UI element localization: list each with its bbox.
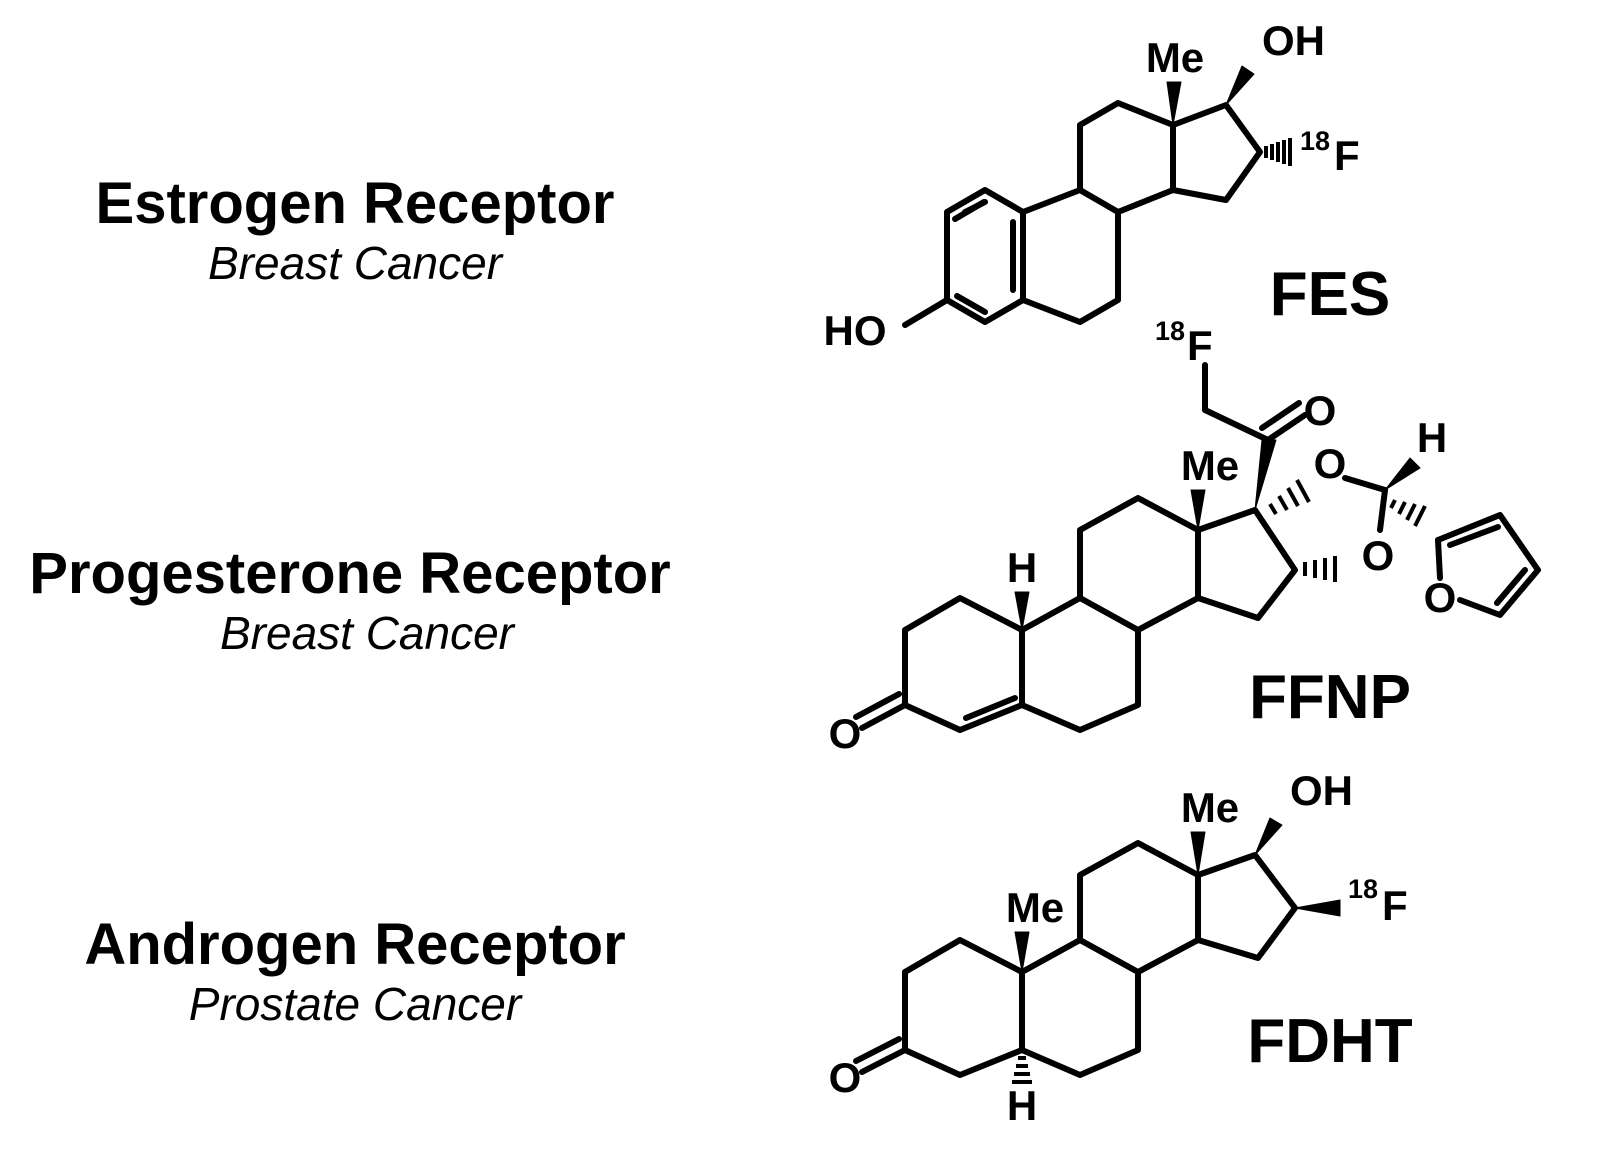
fdht-hydrogen-label: H: [1007, 1082, 1037, 1129]
fdht-ring-a: [902, 937, 1025, 1078]
ffnp-acetal-h-wedge: [1384, 457, 1421, 491]
receptor-title-androgen: Androgen Receptor: [84, 912, 626, 977]
structure-fes: HO Me OH 18 F FES: [824, 17, 1391, 354]
ffnp-acetal-hydrogen: H: [1417, 414, 1447, 461]
compound-name-fdht: FDHT: [1247, 1007, 1412, 1076]
ffnp-furan-hash: [1389, 499, 1427, 527]
fdht-oh-wedge: [1254, 817, 1283, 856]
fdht-isotope-label: 18: [1348, 874, 1378, 904]
ffnp-carbonyl-oxygen: O: [829, 710, 862, 757]
fes-hydroxyl-label: OH: [1262, 17, 1325, 64]
fdht-h-hash: [1012, 1056, 1032, 1084]
receptor-title-estrogen: Estrogen Receptor: [95, 171, 615, 236]
fes-fluorine-label: F: [1334, 132, 1360, 179]
fes-methyl-label: Me: [1146, 34, 1204, 81]
ffnp-ring-c: [1077, 495, 1201, 633]
ffnp-furan-oxygen: O: [1424, 574, 1457, 621]
fdht-methyl-label-top: Me: [1181, 784, 1239, 831]
fes-phenol-label: HO: [824, 307, 887, 354]
ffnp-hydrogen-label: H: [1007, 544, 1037, 591]
fdht-hydroxyl-label: OH: [1290, 767, 1353, 814]
ffnp-ring-a: [902, 595, 1025, 733]
ffnp-ring-d: [1195, 507, 1298, 621]
fes-ring-d: [1170, 102, 1263, 203]
fdht-methyl-label-bottom: Me: [1006, 884, 1064, 931]
ffnp-methyl-label: Me: [1181, 442, 1239, 489]
fdht-methyl-wedge-top: [1190, 831, 1206, 876]
row-progesterone: Progesterone Receptor Breast Cancer: [29, 542, 670, 660]
ffnp-h-wedge: [1014, 591, 1030, 631]
structure-ffnp: 18 F O Me O H O O H O FFNP: [829, 316, 1541, 757]
ffnp-isotope-label: 18: [1155, 316, 1185, 346]
ffnp-ring-b: [1019, 595, 1141, 733]
cancer-type-prostate: Prostate Cancer: [188, 978, 522, 1030]
compound-name-ffnp: FFNP: [1249, 663, 1411, 732]
fes-fluorine-hash: [1264, 138, 1292, 166]
compound-name-fes: FES: [1270, 260, 1391, 329]
ffnp-acetal-hash-bottom: [1303, 556, 1337, 582]
structure-fdht: Me OH 18 F Me H O FDHT: [829, 767, 1413, 1129]
cancer-type-breast: Breast Cancer: [219, 607, 514, 659]
fdht-fluorine-wedge: [1294, 899, 1341, 917]
ffnp-acetal-hash-top: [1268, 479, 1311, 516]
fdht-ring-d: [1195, 852, 1298, 961]
fdht-ring-c: [1077, 840, 1201, 975]
fdht-ring-b: [1019, 937, 1141, 1078]
fes-isotope-label: 18: [1300, 126, 1330, 156]
fes-methyl-wedge: [1166, 81, 1182, 126]
ffnp-ketone-oxygen: O: [1304, 387, 1337, 434]
row-estrogen: Estrogen Receptor Breast Cancer: [96, 172, 615, 290]
ffnp-methyl-wedge: [1190, 489, 1206, 531]
fes-ring-c: [1077, 100, 1176, 215]
ffnp-acetal-oxygen-top: O: [1314, 440, 1347, 487]
fdht-fluorine-label: F: [1382, 882, 1408, 929]
ffnp-sidechain-wedge: [1254, 439, 1277, 511]
receptor-title-progesterone: Progesterone Receptor: [29, 541, 671, 606]
ffnp-fluorine-label: F: [1187, 322, 1213, 369]
fes-ring-b: [1020, 187, 1121, 325]
ffnp-furan-ring: [1435, 512, 1541, 618]
fdht-methyl-wedge-bottom: [1014, 931, 1030, 973]
cancer-type-breast: Breast Cancer: [207, 237, 503, 289]
fdht-carbonyl-oxygen: O: [829, 1054, 862, 1101]
fes-oh-wedge: [1225, 65, 1255, 106]
ffnp-acetal-oxygen-bottom: O: [1362, 532, 1395, 579]
row-androgen: Androgen Receptor Prostate Cancer: [84, 913, 625, 1031]
